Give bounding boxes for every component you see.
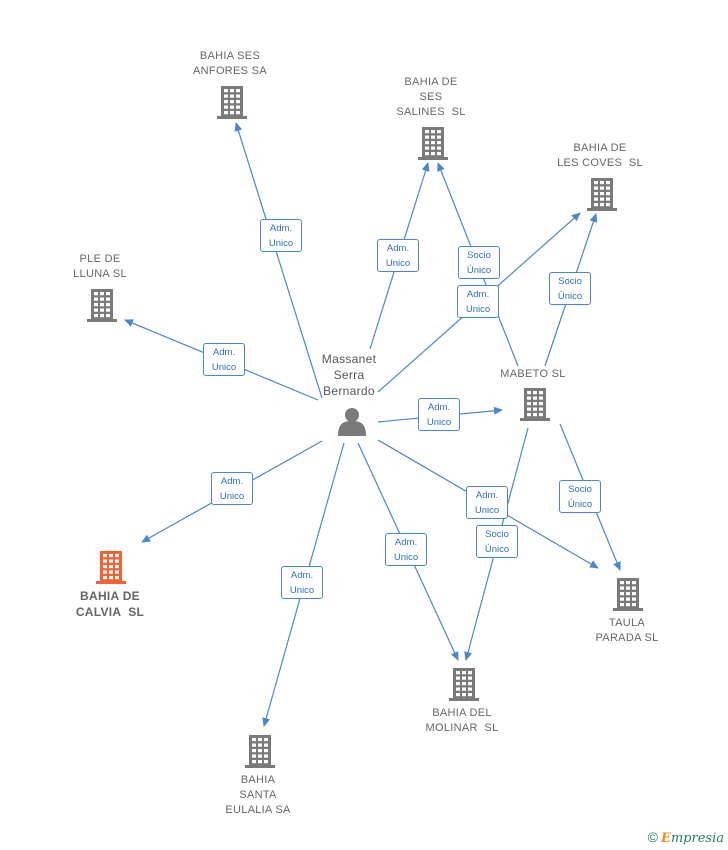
node-label-taula-parada[interactable]: TAULA PARADA SL	[562, 616, 692, 646]
edge-label-line: Único	[557, 291, 583, 302]
brand-logo-letter: E	[660, 831, 671, 846]
edge-label[interactable]: Adm. Unico	[466, 486, 508, 519]
node-label-line: ANFORES SA	[193, 65, 267, 77]
node-label-line: Bernardo	[323, 384, 375, 398]
building-icon[interactable]	[613, 578, 643, 611]
node-label-bahia-de-les-coves[interactable]: BAHIA DE LES COVES SL	[535, 141, 665, 171]
edge-label[interactable]: Adm. Unico	[377, 239, 419, 272]
edge-label-line: Adm.	[394, 537, 418, 548]
node-icons	[87, 86, 643, 768]
brand-name: mpresia	[670, 831, 724, 846]
node-label-line: EULALIA SA	[225, 804, 291, 816]
edge-label-line: Adm.	[386, 243, 410, 254]
edge-label-line: Adm.	[220, 476, 244, 487]
building-icon[interactable]	[217, 86, 247, 119]
node-label-bahia-santa-eulalia[interactable]: BAHIA SANTA EULALIA SA	[193, 773, 323, 818]
edge-label-line: Unico	[268, 238, 294, 249]
building-icon[interactable]	[418, 127, 448, 160]
building-icon[interactable]	[449, 668, 479, 701]
edge-label-line: Socio	[485, 529, 509, 540]
edge-massanet-serra-bernardo-to-bahia-ses-anfores	[234, 122, 323, 399]
edge-label-line: Socio	[568, 484, 592, 495]
node-label-line: BAHIA DE	[404, 76, 458, 88]
edge-label-line: Socio	[558, 276, 582, 287]
node-label-line: SES	[419, 91, 443, 103]
edge-label-line: Adm.	[269, 223, 293, 234]
edge-label-line: Adm.	[427, 402, 451, 413]
edge-label-line: Unico	[219, 491, 245, 502]
edges	[124, 122, 621, 727]
edge-label-line: Adm.	[475, 490, 499, 501]
edge-label-line: Socio	[467, 250, 491, 261]
edge-label-line: Adm.	[290, 570, 314, 581]
edge-label-line: Unico	[211, 362, 237, 373]
node-label-bahia-ses-anfores[interactable]: BAHIA SES ANFORES SA	[165, 49, 295, 79]
node-label-line: LES COVES SL	[557, 157, 643, 169]
edge-label[interactable]: Adm. Unico	[203, 343, 245, 376]
node-label-line: BAHIA DE	[573, 142, 627, 154]
node-label-line: CALVIA SL	[75, 605, 145, 619]
node-label-line: SALINES SL	[396, 106, 466, 118]
footer-brand[interactable]: ©Empresia	[648, 829, 724, 846]
edge-label[interactable]: Adm. Unico	[385, 533, 427, 566]
node-label-line: Serra	[333, 368, 365, 382]
node-label-bahia-del-molinar[interactable]: BAHIA DEL MOLINAR SL	[397, 706, 527, 736]
node-label-line: PLE DE	[79, 253, 121, 265]
building-icon[interactable]	[520, 388, 550, 421]
edge-label[interactable]: Adm. Unico	[260, 219, 302, 252]
node-label-bahia-de-calvia[interactable]: BAHIA DE CALVIA SL	[45, 588, 175, 620]
edge-label-line: Unico	[426, 417, 452, 428]
building-icon[interactable]	[587, 178, 617, 211]
node-label-line: Massanet	[321, 352, 377, 366]
copyright-symbol: ©	[647, 829, 658, 845]
node-label-line: TAULA	[608, 617, 646, 629]
edge-label-line: Unico	[474, 505, 500, 516]
building-icon[interactable]	[87, 289, 117, 322]
node-label-line: BAHIA	[240, 774, 276, 786]
node-label-line: LLUNA SL	[73, 268, 127, 280]
edge-label[interactable]: Adm. Unico	[457, 285, 499, 318]
node-label-line: PARADA SL	[595, 632, 659, 644]
node-label-line: BAHIA DE	[80, 589, 140, 603]
building-icon[interactable]	[96, 551, 126, 584]
node-label-line: BAHIA DEL	[432, 707, 492, 719]
edge-label-line: Único	[466, 265, 492, 276]
edge-label-line: Único	[567, 499, 593, 510]
node-label-line: MABETO SL	[500, 368, 566, 380]
edge-label-line: Adm.	[212, 347, 236, 358]
edge-label-line: Único	[484, 544, 510, 555]
node-label-bahia-de-ses-salines[interactable]: BAHIA DE SES SALINES SL	[366, 75, 496, 120]
building-icon[interactable]	[245, 735, 275, 768]
node-label-line: MOLINAR SL	[425, 722, 499, 734]
edge-label[interactable]: Adm. Unico	[281, 566, 323, 599]
person-icon[interactable]	[338, 408, 366, 436]
node-label-line: BAHIA SES	[199, 50, 261, 62]
edge-label-line: Unico	[465, 304, 491, 315]
node-label-ple-de-lluna[interactable]: PLE DE LLUNA SL	[35, 252, 165, 282]
node-label-line: SANTA	[239, 789, 277, 801]
edge-label-line: Adm.	[466, 289, 490, 300]
edge-label-line: Unico	[393, 552, 419, 563]
node-label-mabeto[interactable]: MABETO SL	[468, 367, 598, 382]
edge-label[interactable]: Adm. Unico	[418, 398, 460, 431]
edge-label-line: Unico	[289, 585, 315, 596]
edge-label[interactable]: Adm. Unico	[211, 472, 253, 505]
edge-label-line: Unico	[385, 258, 411, 269]
